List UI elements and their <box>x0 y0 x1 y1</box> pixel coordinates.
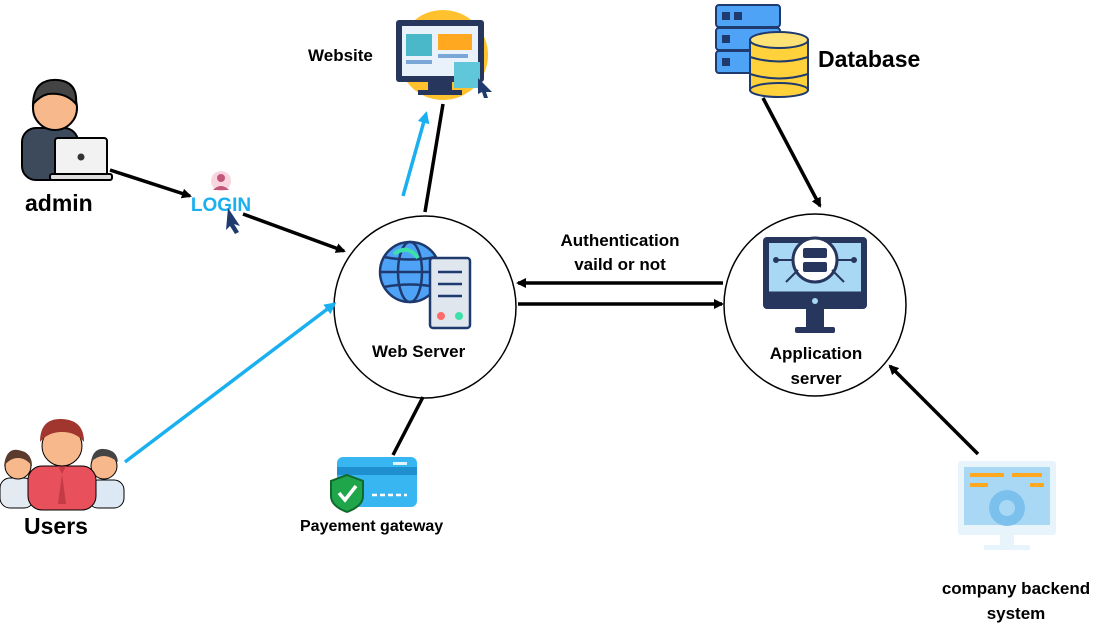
node-label-website: Website <box>308 46 373 65</box>
node-label-application-server: Application server <box>745 341 887 391</box>
node-label-application-server-line2: server <box>790 369 842 388</box>
node-label-company-backend: company backend system <box>930 576 1102 626</box>
edge-database-to-appserver <box>761 97 822 208</box>
edge-users-to-webserver <box>123 302 337 464</box>
users-group-icon <box>0 418 125 511</box>
node-label-database: Database <box>818 46 921 72</box>
login-icon: LOGIN <box>191 171 251 234</box>
edge-website-to-webserver <box>423 103 445 213</box>
backend-monitor-icon <box>958 461 1056 550</box>
node-label-company-backend-line2: system <box>986 604 1046 623</box>
admin-laptop-icon <box>21 78 113 181</box>
edge-webserver-to-website <box>401 111 430 197</box>
node-label-application-server-line1: Application <box>769 344 863 363</box>
node-label-admin: admin <box>25 190 93 216</box>
edge-label-authentication-line1: Authentication <box>560 231 680 250</box>
app-server-monitor-icon <box>763 236 867 333</box>
node-label-payment-gateway: Payement gateway <box>300 518 444 535</box>
edge-backend-to-appserver <box>888 364 980 456</box>
web-server-node <box>333 215 517 399</box>
login-badge-text: LOGIN <box>191 195 251 216</box>
node-label-company-backend-line1: company backend <box>941 579 1091 598</box>
website-monitor-icon <box>396 10 492 100</box>
globe-server-icon <box>378 240 472 330</box>
edge-label-authentication-line2: vaild or not <box>574 255 666 274</box>
edge-webserver-to-payment <box>391 396 425 456</box>
edge-login-to-webserver <box>242 212 346 253</box>
payment-card-icon <box>330 457 417 514</box>
edge-label-authentication: Authentication vaild or not <box>540 229 700 277</box>
node-label-users: Users <box>24 513 88 539</box>
edge-admin-to-login <box>109 168 192 199</box>
node-label-web-server: Web Server <box>372 342 466 361</box>
database-server-icon <box>715 4 809 98</box>
